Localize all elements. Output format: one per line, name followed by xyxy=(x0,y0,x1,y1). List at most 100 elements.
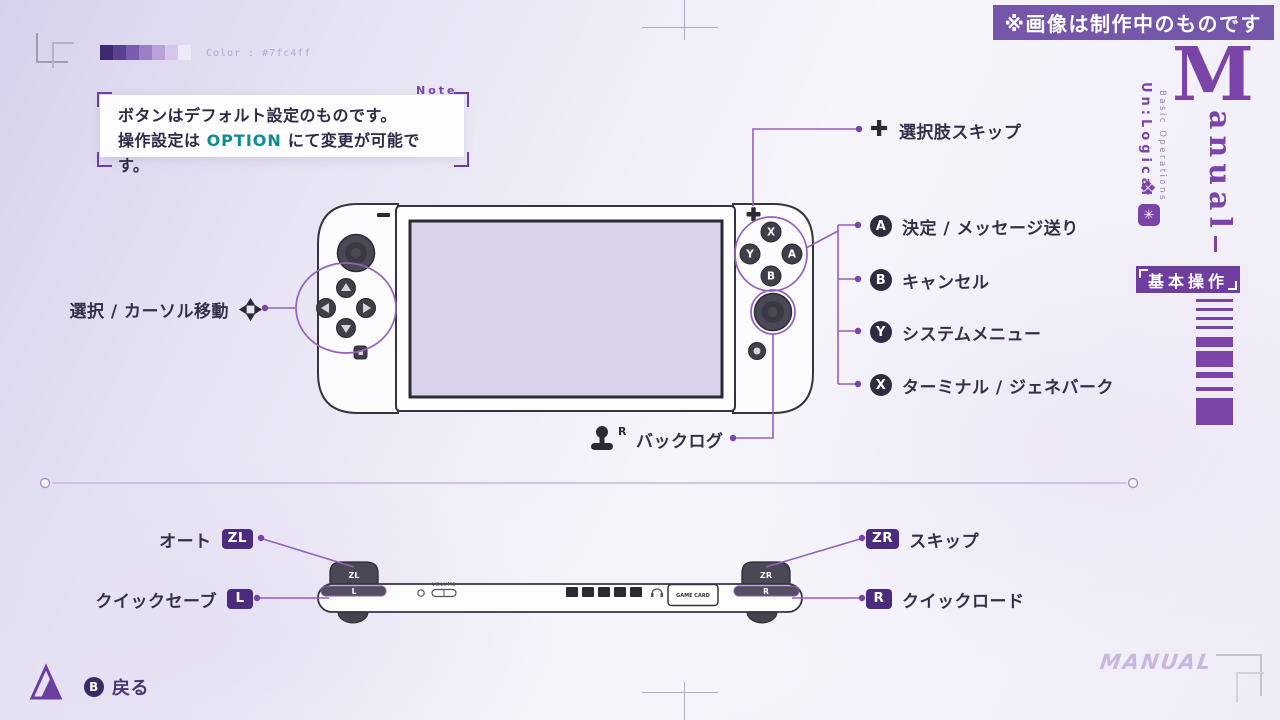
crosshair-bottom-h xyxy=(642,692,718,693)
corner-mark-topleft-2 xyxy=(52,42,74,68)
l-button-icon: L xyxy=(227,589,253,609)
b-button-icon: B xyxy=(84,677,104,697)
capture-button xyxy=(353,345,368,360)
crosshair-bottom xyxy=(684,682,685,720)
headphone-jack-icon xyxy=(651,588,663,597)
callout-label: キャンセル xyxy=(902,272,990,293)
callout-label: ターミナル / ジェネバーク xyxy=(902,377,1115,398)
note-line-1: ボタンはデフォルト設定のものです。 xyxy=(118,106,397,125)
x-button-icon: X xyxy=(870,374,892,396)
svg-text:GAME CARD: GAME CARD xyxy=(676,593,710,599)
l-button: L xyxy=(320,585,387,597)
dpad-icon xyxy=(238,297,263,321)
callout-b-cancel: B キャンセル xyxy=(870,268,990,293)
zl-button-icon: ZL xyxy=(221,529,253,549)
banner-corner xyxy=(1139,269,1148,278)
left-stick-side xyxy=(337,600,369,624)
callout-label: バックログ xyxy=(636,431,724,452)
burst-icon: ✳ xyxy=(1138,204,1160,226)
callout-l-quicksave: クイックセーブ L xyxy=(95,587,253,612)
callout-label: システムメニュー xyxy=(902,324,1042,345)
zr-button-icon: ZR xyxy=(866,529,900,549)
abxy-buttons: X Y A B xyxy=(739,221,803,287)
callout-plus-skip: ✚ 選択肢スキップ xyxy=(870,117,1021,143)
callout-label: 決定 / メッセージ送り xyxy=(902,218,1079,239)
plus-button-icon: ✚ xyxy=(870,117,889,142)
minus-button xyxy=(377,213,390,217)
zl-button: ZL xyxy=(329,561,379,586)
color-swatch xyxy=(100,45,191,60)
right-stick xyxy=(753,292,793,332)
callout-r-quickload: R クイックロード xyxy=(866,587,1025,612)
y-button-label: Y xyxy=(745,249,754,261)
corner-mark-topleft xyxy=(36,33,68,63)
left-stick xyxy=(336,233,376,273)
r-button-icon: R xyxy=(866,589,892,609)
development-notice: ※画像は制作中のものです xyxy=(992,5,1274,40)
console-top-view: ZL ZR L R VOLUME xyxy=(317,561,803,624)
callout-x-terminal: X ターミナル / ジェネバーク xyxy=(870,373,1115,398)
console-front: X Y A B xyxy=(316,203,814,414)
series-subtitle: Basic Operations xyxy=(1157,90,1167,202)
svg-text:ZR: ZR xyxy=(760,571,772,580)
note-corner-icon xyxy=(97,152,112,167)
svg-text:VOLUME: VOLUME xyxy=(432,582,456,588)
callout-label: スキップ xyxy=(909,531,980,552)
callout-dpad-cursor: 選択 / カーソル移動 xyxy=(69,296,264,322)
note-corner-icon xyxy=(454,92,469,107)
plus-button xyxy=(746,207,761,222)
callout-label: 選択 / カーソル移動 xyxy=(69,301,229,322)
note-line-2: 操作設定は OPTION にて変更が可能です。 xyxy=(118,130,420,175)
banner-corner xyxy=(1228,281,1237,290)
brand-logo-icon xyxy=(29,663,63,700)
note-box: ボタンはデフォルト設定のものです。 操作設定は OPTION にて変更が可能です… xyxy=(100,95,464,175)
svg-text:R: R xyxy=(618,425,627,438)
corner-mark-bottomright-2 xyxy=(1236,672,1264,702)
callout-label: クイックロード xyxy=(902,591,1025,612)
y-button-icon: Y xyxy=(870,321,892,343)
color-swatch-label: Color : #7fc4ff xyxy=(206,48,312,59)
tablet-body xyxy=(395,205,736,412)
left-joycon xyxy=(317,203,399,414)
manual-title-initial: M xyxy=(1172,32,1254,118)
dpad-buttons xyxy=(316,278,376,338)
svg-text:ZL: ZL xyxy=(349,571,360,580)
callout-zr-skip: ZR スキップ xyxy=(866,527,980,552)
corner-mark-bottomright xyxy=(1216,654,1262,696)
a-button-label: A xyxy=(788,249,797,261)
callout-zl-auto: オート ZL xyxy=(159,527,253,552)
series-title: Un:Logical xyxy=(1138,82,1153,199)
back-button-prompt[interactable]: B 戻る xyxy=(84,675,149,699)
console-body-side xyxy=(317,583,803,613)
callout-y-system-menu: Y システムメニュー xyxy=(870,320,1042,345)
section-title-banner: 基本操作 xyxy=(1136,266,1240,293)
section-divider xyxy=(39,477,1139,489)
manual-title-tail xyxy=(1214,236,1217,252)
crosshair-top xyxy=(684,0,685,40)
callout-rstick-backlog: R バックログ xyxy=(588,424,724,454)
home-button xyxy=(748,342,766,360)
air-vents xyxy=(566,587,642,597)
svg-text:R: R xyxy=(763,587,769,596)
callout-label: クイックセーブ xyxy=(95,591,217,612)
right-stick-icon: R xyxy=(591,425,627,450)
b-button-label: B xyxy=(767,271,775,283)
diamond-cluster-icon: ❖ xyxy=(1139,176,1157,200)
manual-watermark: MANUAL xyxy=(1098,650,1215,674)
right-joycon xyxy=(732,203,814,414)
dpad-highlight xyxy=(295,262,397,354)
manual-title-rest: anual xyxy=(1202,110,1237,234)
section-title: 基本操作 xyxy=(1147,271,1228,291)
game-card-slot: GAME CARD xyxy=(667,583,719,607)
b-button-icon: B xyxy=(870,269,892,291)
svg-text:L: L xyxy=(352,587,357,596)
abxy-highlight xyxy=(734,216,808,292)
screen xyxy=(408,219,724,399)
callout-a-confirm: A 決定 / メッセージ送り xyxy=(870,214,1079,239)
barcode-decoration xyxy=(1196,299,1233,425)
power-button xyxy=(417,589,425,597)
crosshair-top-h xyxy=(642,27,718,28)
option-emphasis: OPTION xyxy=(206,130,282,150)
volume-buttons: VOLUME xyxy=(431,582,457,598)
right-stick-side xyxy=(746,600,778,624)
